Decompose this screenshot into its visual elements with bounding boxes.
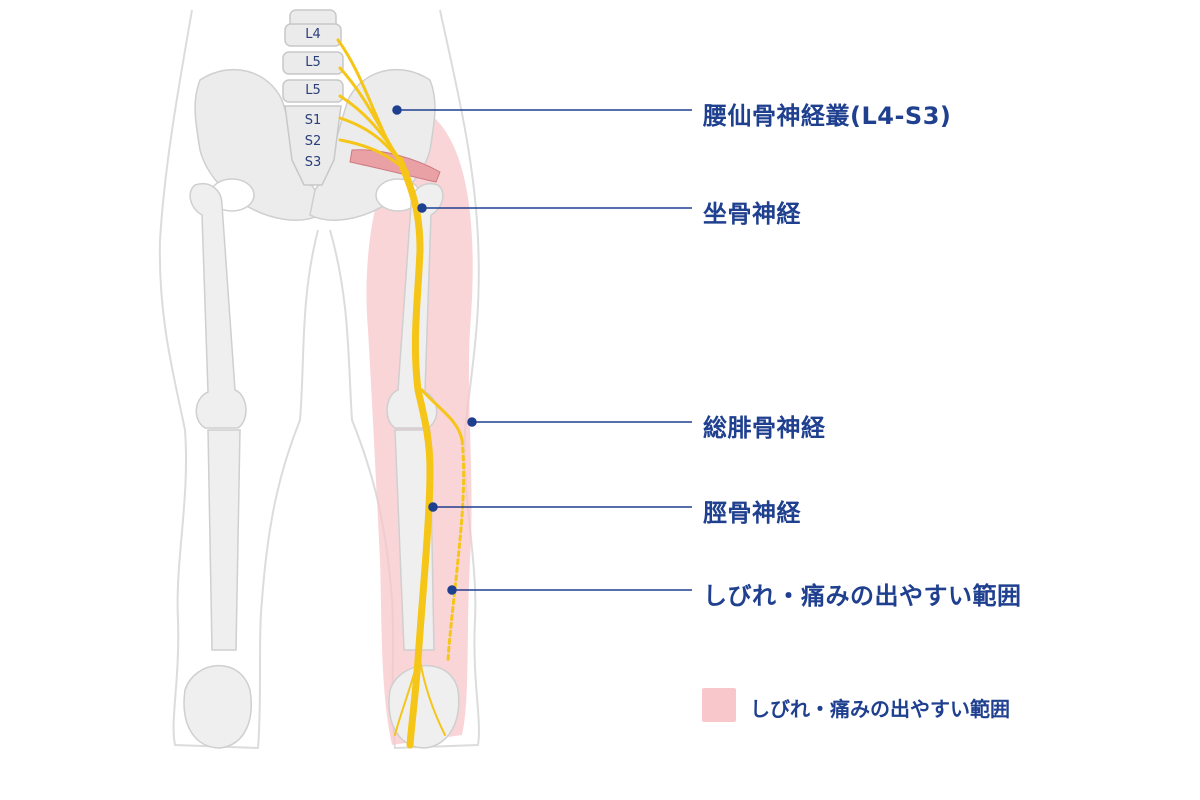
sciatic-nerve-path (336, 38, 466, 749)
callout-lumbosacral-plexus: 腰仙骨神経叢(L4-S3) (703, 102, 952, 130)
vertebra-label: S2 (305, 134, 322, 149)
legend-label: しびれ・痛みの出やすい範囲 (750, 697, 1010, 721)
vertebra-label: L5 (305, 83, 321, 98)
pelvis (194, 68, 436, 221)
vertebra-label: L5 (305, 55, 321, 70)
piriformis-muscle (349, 149, 441, 183)
callout-lines (392, 105, 692, 595)
vertebra-label: L4 (305, 27, 321, 42)
vertebra-labels: L4 L5 L5 S1 S2 S3 (305, 27, 322, 170)
spine (282, 9, 344, 186)
callout-numbness-area: しびれ・痛みの出やすい範囲 (703, 582, 1022, 610)
callout-sciatic-nerve: 坐骨神経 (703, 200, 801, 228)
callout-common-peroneal-nerve: 総腓骨神経 (703, 414, 826, 442)
body-outline (158, 9, 480, 750)
vertebra-label: S1 (305, 113, 322, 128)
callout-tibial-nerve: 脛骨神経 (703, 499, 801, 527)
vertebra-label: S3 (305, 155, 322, 170)
legend-swatch (702, 688, 736, 722)
